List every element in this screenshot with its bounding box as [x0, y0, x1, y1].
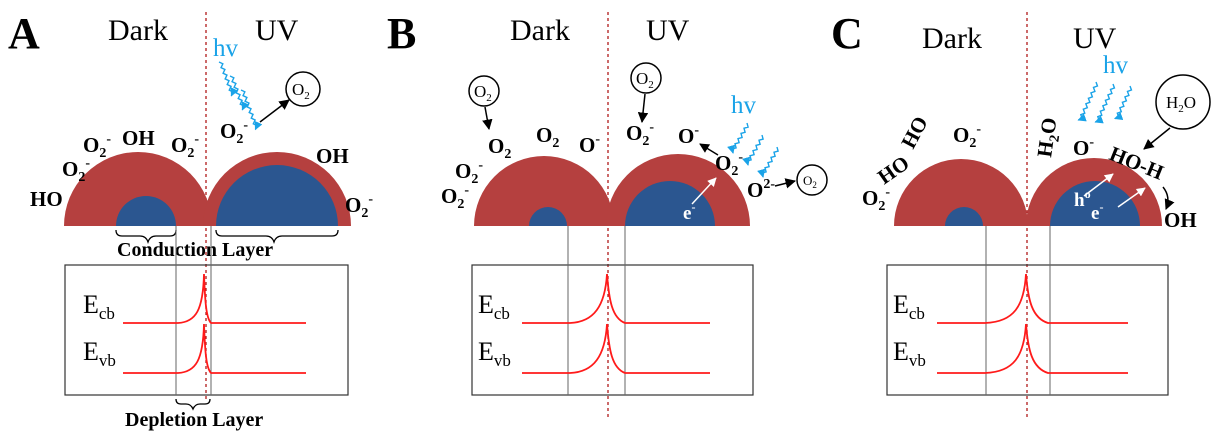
uv-label: UV — [1073, 22, 1117, 55]
dark-grain-core — [945, 207, 983, 226]
o2-circle-label: O2 — [636, 69, 654, 91]
valence-band-curve — [123, 323, 306, 374]
o2-molecule-circle — [285, 71, 321, 107]
band-diagram-box — [471, 264, 754, 396]
conduction-layer-label: Conduction Layer — [117, 239, 273, 261]
conduction-brace-left — [115, 229, 177, 245]
dark-label: Dark — [922, 22, 982, 55]
o-minus-dark: O- — [579, 132, 600, 157]
uv-label: UV — [646, 14, 690, 47]
o2-minus-left2: O2- — [441, 183, 469, 212]
o-minus-uv: O- — [1073, 135, 1094, 160]
o-2minus: O2- — [747, 177, 775, 202]
hole-arrow — [1083, 173, 1114, 197]
o2-minus-uv2: O2- — [715, 150, 743, 179]
conduction-band-curve — [522, 273, 710, 324]
dark-grain-core — [116, 196, 176, 226]
electron-label: e- — [683, 200, 695, 224]
ecb-label: Ecb — [893, 290, 925, 323]
h2o-surface: H2O — [1032, 116, 1065, 159]
adsorption-arrow — [1143, 127, 1171, 150]
o2-molecule-circle-left — [468, 75, 500, 107]
photon-wavy-arrows — [1077, 81, 1133, 124]
o2-circle-label: O2 — [292, 80, 310, 102]
o-minus-uv: O- — [678, 123, 699, 148]
dark-label: Dark — [510, 14, 570, 47]
o2-circle-label: O2 — [803, 173, 817, 190]
panel-letter: C — [831, 9, 863, 58]
electron-label: e- — [1091, 200, 1103, 224]
ecb-label: Ecb — [478, 290, 510, 323]
photon-wavy-arrows — [218, 61, 263, 131]
o2-adsorbed-a: O2 — [488, 134, 511, 162]
oh-release-arrow — [1162, 186, 1175, 210]
panel-c: C Dark UV hv H2O HO HO O2- O2- H2O O- HO… — [831, 9, 1211, 420]
desorption-arrow — [259, 99, 290, 123]
ho-dark-1: HO — [896, 112, 933, 152]
conversion-arrow — [699, 143, 719, 156]
oh-top-left: OH — [122, 126, 155, 150]
h2o-molecule-circle — [1155, 74, 1211, 130]
o2-adsorbed-b: O2 — [536, 123, 559, 151]
dark-label: Dark — [108, 14, 168, 47]
conduction-band-curve — [937, 273, 1128, 324]
adsorption-arrow-mid — [637, 93, 649, 124]
o2-minus-left: O2- — [862, 185, 890, 214]
desorption-arrow — [774, 178, 797, 189]
uv-grain-core — [1050, 181, 1140, 226]
panel-a: A Dark UV hv O2 O2- O2- OH O2- O2- HO OH… — [8, 9, 373, 431]
depletion-layer-label: Depletion Layer — [125, 409, 263, 431]
o2-minus-top-mid: O2- — [171, 132, 199, 161]
conduction-band-curve — [123, 273, 306, 324]
dark-grain-core — [529, 207, 567, 226]
oh-product: OH — [1164, 208, 1197, 232]
evb-label: Evb — [893, 337, 926, 370]
uv-grain-core — [625, 181, 715, 226]
hv-label: hv — [1103, 52, 1129, 79]
o2-molecule-circle-mid — [630, 62, 662, 94]
band-diagram-box — [64, 264, 349, 396]
band-diagram-box — [886, 264, 1169, 396]
dark-grain — [64, 152, 212, 226]
o2-minus-top-left: O2- — [83, 132, 111, 161]
o2-minus-top: O2- — [953, 122, 981, 151]
dark-grain — [894, 159, 1028, 226]
ho-left: HO — [30, 187, 63, 211]
ho-dark-2: HO — [873, 151, 914, 189]
valence-band-curve — [522, 323, 710, 374]
electron-arrow — [691, 177, 717, 205]
panel-letter: A — [8, 9, 40, 58]
panel-b: B Dark UV O2 O2 O2 hv O2 O2 O- O2- O2- O… — [387, 9, 828, 420]
o2-minus-right: O2- — [345, 192, 373, 221]
evb-label: Evb — [478, 337, 511, 370]
oh-right: OH — [316, 144, 349, 168]
panel-letter: B — [387, 9, 416, 58]
photon-wavy-arrows — [727, 122, 779, 178]
o2-minus-left: O2- — [62, 156, 90, 185]
uv-grain-core — [216, 165, 338, 226]
h2o-circle-label: H2O — [1166, 93, 1196, 115]
valence-band-curve — [937, 323, 1128, 374]
conduction-brace-right — [215, 229, 339, 245]
ecb-label: Ecb — [83, 290, 115, 323]
uv-label: UV — [255, 14, 299, 47]
hv-label: hv — [213, 35, 239, 62]
evb-label: Evb — [83, 337, 116, 370]
o2-minus-uv: O2- — [220, 118, 248, 147]
o2-minus-left1: O2- — [455, 158, 483, 187]
hv-label: hv — [731, 92, 757, 119]
hole-label: ho — [1074, 187, 1091, 211]
electron-arrow — [1117, 187, 1146, 208]
o2-molecule-circle-right — [796, 164, 828, 196]
o2-minus-uv: O2- — [626, 120, 654, 149]
adsorption-arrow-left — [482, 106, 493, 131]
o2-circle-label: O2 — [474, 82, 492, 104]
depletion-brace — [175, 398, 211, 411]
dark-grain — [474, 156, 614, 226]
